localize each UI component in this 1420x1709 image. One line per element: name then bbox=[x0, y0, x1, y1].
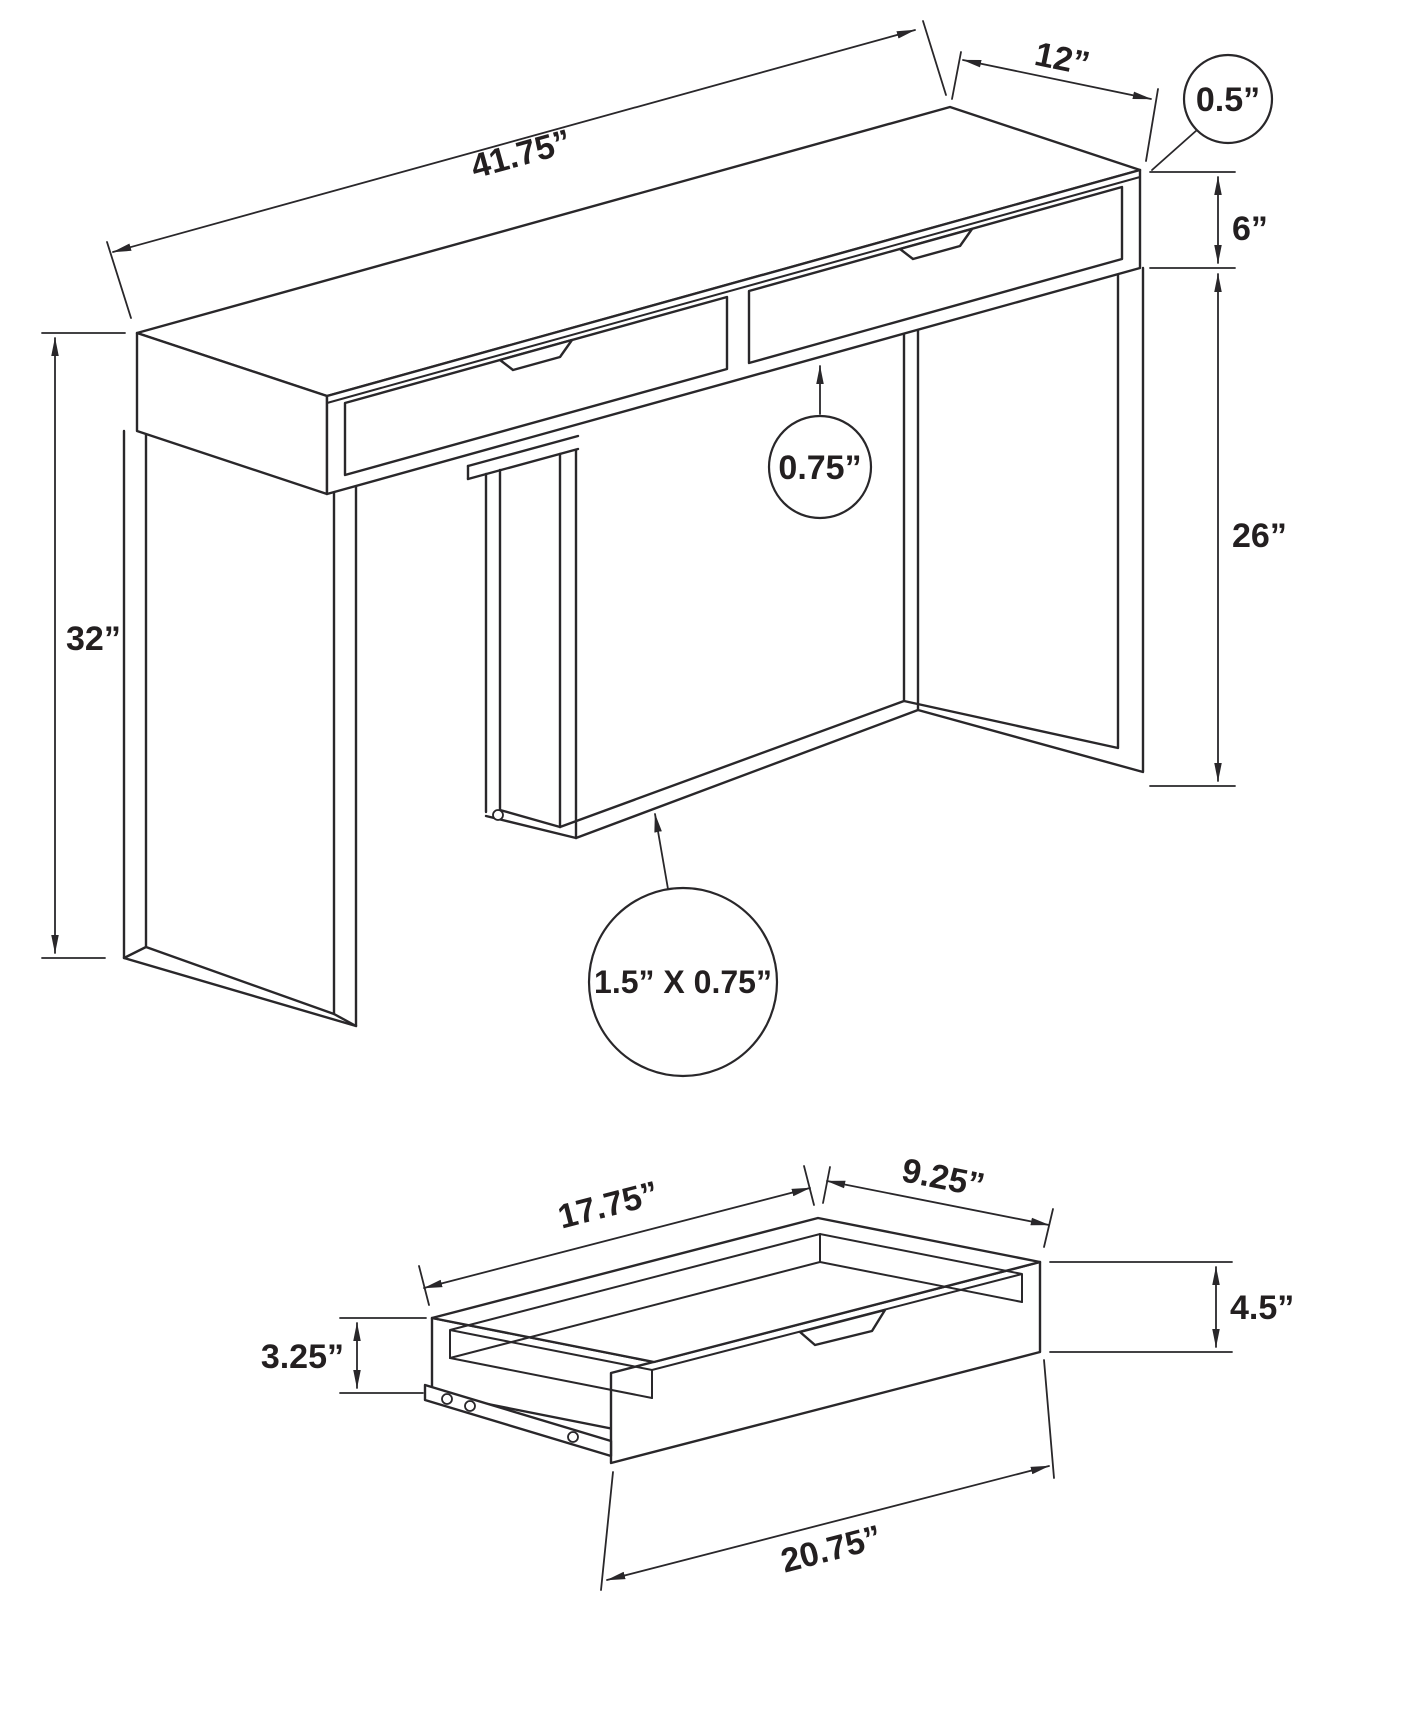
leader-line bbox=[1151, 129, 1198, 171]
dimension-overall-height: 32” bbox=[41, 332, 126, 959]
drawer-depth-label: 9.25” bbox=[899, 1151, 988, 1204]
bottom-frame-label: 0.75” bbox=[778, 449, 861, 487]
right-leg-inner bbox=[902, 272, 1120, 750]
extension-line bbox=[803, 1165, 815, 1206]
left-leg-inner bbox=[144, 432, 336, 1016]
extension-line bbox=[951, 51, 962, 100]
rear-runner-lower bbox=[574, 708, 920, 840]
extension-line bbox=[600, 1471, 614, 1591]
back-left-foot-upper bbox=[498, 808, 562, 829]
extension-line bbox=[1043, 1359, 1055, 1479]
drawer-length-label: 17.75” bbox=[554, 1174, 662, 1236]
table-body bbox=[135, 105, 1142, 496]
dimension-drawer-front-height: 4.5” bbox=[1049, 1261, 1294, 1353]
support-bar-top-line bbox=[466, 434, 580, 468]
extension-line bbox=[106, 241, 132, 319]
drawer-body bbox=[423, 1216, 1042, 1465]
top-thickness-label: 0.5” bbox=[1196, 81, 1260, 119]
callout-top-thickness: 0.5” bbox=[1151, 53, 1274, 171]
dimension-line bbox=[112, 29, 916, 253]
length-label: 41.75” bbox=[467, 122, 576, 186]
leader-arrow bbox=[654, 813, 669, 890]
support-bar-bottom-line bbox=[466, 447, 580, 481]
dimension-line bbox=[962, 59, 1152, 100]
right-drawer-front bbox=[747, 185, 1124, 365]
dimension-clearance: 26” bbox=[1149, 273, 1287, 787]
rail-screw-hole bbox=[567, 1431, 579, 1443]
callout-circle bbox=[1182, 53, 1274, 145]
clearance-label: 26” bbox=[1232, 517, 1287, 555]
extension-line bbox=[1145, 88, 1159, 162]
table-legs bbox=[122, 266, 1145, 1028]
dimension-apron-height: 6” bbox=[1149, 171, 1268, 269]
rear-runner-upper bbox=[558, 699, 906, 829]
top-slab-edge-line bbox=[326, 176, 1141, 404]
left-leg-front-cap bbox=[332, 1012, 358, 1028]
callout-bottom-frame: 0.75” bbox=[767, 365, 873, 520]
left-leg-back-cap bbox=[122, 945, 148, 960]
drawer-floor-right-edge bbox=[819, 1261, 1023, 1303]
overall-height-label: 32” bbox=[66, 620, 121, 658]
extension-line bbox=[418, 1265, 430, 1306]
rail-screw-hole bbox=[441, 1393, 453, 1405]
drawer-floor-left-edge bbox=[449, 1357, 653, 1399]
drawer-detail-view: 17.75” 9.25” 4.5” 3.25” 20.7 bbox=[261, 1151, 1294, 1591]
leveler-foot-hole bbox=[492, 809, 504, 821]
drawer-front-height-label: 4.5” bbox=[1230, 1289, 1294, 1327]
callout-circle bbox=[767, 414, 873, 520]
extension-line bbox=[822, 1166, 831, 1204]
left-drawer-handle-notch bbox=[498, 338, 574, 372]
drawer-front-width-label: 20.75” bbox=[777, 1518, 885, 1580]
left-drawer-front bbox=[343, 295, 729, 477]
dimension-drawer-side-height: 3.25” bbox=[261, 1317, 427, 1394]
right-leg-outer bbox=[916, 266, 1145, 774]
drawer-side-height-label: 3.25” bbox=[261, 1338, 344, 1376]
drawer-handle-notch-inner bbox=[798, 1308, 887, 1347]
left-leg-outer bbox=[122, 429, 358, 1028]
tube-size-label: 1.5” X 0.75” bbox=[594, 964, 772, 1000]
extension-line bbox=[1043, 1208, 1054, 1248]
dimension-line bbox=[606, 1465, 1050, 1581]
callout-circle bbox=[587, 886, 779, 1078]
dimension-line bbox=[826, 1180, 1050, 1226]
apron-height-label: 6” bbox=[1232, 210, 1268, 248]
dimension-line bbox=[423, 1187, 811, 1289]
console-table-view: 41.75” 12” 0.5” 6” 26” bbox=[41, 20, 1287, 1078]
right-drawer-handle-notch bbox=[898, 227, 974, 261]
rail-screw-hole bbox=[464, 1400, 476, 1412]
extension-line bbox=[922, 20, 947, 96]
callout-tube-size: 1.5” X 0.75” bbox=[587, 813, 779, 1078]
